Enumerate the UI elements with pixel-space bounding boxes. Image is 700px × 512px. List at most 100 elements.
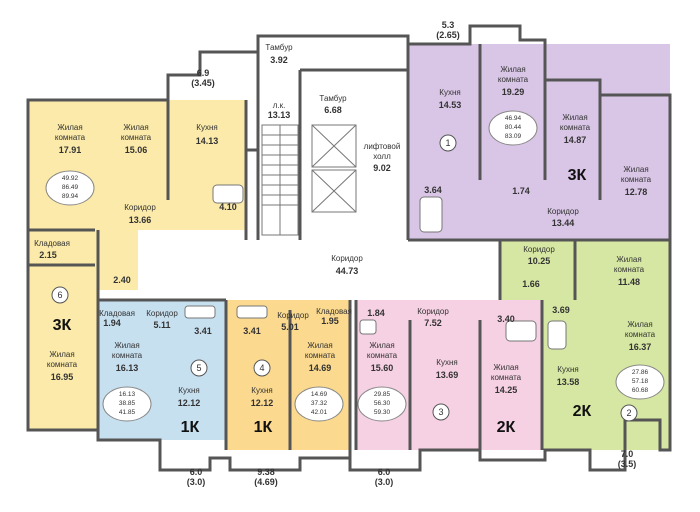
- svg-text:комната: комната: [55, 133, 86, 142]
- apartment-2-stats: 27.86 57.18 60.68: [615, 364, 665, 400]
- svg-text:Коридор: Коридор: [523, 245, 555, 254]
- svg-text:9.38: 9.38: [257, 467, 275, 477]
- svg-text:комната: комната: [621, 175, 652, 184]
- svg-text:Кухня: Кухня: [251, 386, 272, 395]
- svg-text:Кладовая: Кладовая: [316, 307, 352, 316]
- room-r37: Коридор 13.44: [547, 207, 579, 228]
- svg-text:2К: 2К: [573, 403, 592, 420]
- svg-text:Тамбур: Тамбур: [265, 43, 293, 52]
- svg-text:29.85: 29.85: [374, 391, 391, 398]
- svg-text:14.13: 14.13: [196, 136, 219, 146]
- svg-text:5.01: 5.01: [281, 322, 299, 332]
- svg-text:Жилая: Жилая: [369, 341, 394, 350]
- room-r27: Жилая комната 16.37: [625, 320, 656, 352]
- svg-text:19.29: 19.29: [502, 87, 525, 97]
- room-r11: Жилая комната 16.13: [112, 341, 143, 373]
- svg-text:Жилая: Жилая: [562, 113, 587, 122]
- svg-text:14.25: 14.25: [495, 385, 518, 395]
- svg-text:13.44: 13.44: [552, 218, 575, 228]
- svg-text:комната: комната: [498, 75, 529, 84]
- svg-text:59.30: 59.30: [374, 409, 391, 416]
- svg-text:Кухня: Кухня: [439, 88, 460, 97]
- room-r17: Кладовая 1.95: [316, 307, 352, 326]
- svg-text:Кухня: Кухня: [436, 358, 457, 367]
- svg-text:80.44: 80.44: [505, 124, 522, 131]
- svg-text:комната: комната: [491, 373, 522, 382]
- common-lift-hall: лифтовой холл 9.02: [364, 142, 401, 173]
- apartment-2-marker: 2 2К: [573, 403, 638, 422]
- svg-text:13.13: 13.13: [268, 110, 291, 120]
- svg-text:Тамбур: Тамбур: [319, 94, 347, 103]
- room-r25: 3.69: [552, 305, 570, 315]
- svg-text:86.49: 86.49: [62, 184, 79, 191]
- common-tambur-1: Тамбур 3.92: [265, 43, 293, 65]
- svg-text:60.68: 60.68: [632, 387, 649, 394]
- apartment-6[interactable]: [28, 100, 246, 430]
- svg-text:46.94: 46.94: [505, 115, 522, 122]
- room-r32: Жилая комната 19.29: [498, 65, 529, 97]
- room-r35: 3.64: [424, 185, 442, 195]
- room-r04: 4.10: [219, 202, 237, 212]
- svg-text:комната: комната: [625, 330, 656, 339]
- svg-text:27.86: 27.86: [632, 369, 649, 376]
- svg-text:2.15: 2.15: [39, 250, 57, 260]
- svg-text:(3.5): (3.5): [618, 459, 637, 469]
- balcony-b1: 6.9 (3.45): [191, 68, 215, 88]
- svg-text:10.25: 10.25: [528, 256, 551, 266]
- room-r20: Жилая комната 15.60: [367, 341, 398, 373]
- svg-text:1: 1: [445, 138, 450, 148]
- apartment-4-marker: 4 1К: [253, 359, 273, 436]
- apartment-6-stats: 49.92 86.49 89.94: [45, 170, 95, 206]
- room-r18: Жилая комната 14.69: [305, 341, 336, 373]
- svg-text:3.64: 3.64: [424, 185, 442, 195]
- svg-text:13.66: 13.66: [129, 215, 152, 225]
- room-r34: Жилая комната 12.78: [621, 165, 652, 197]
- svg-text:38.85: 38.85: [119, 400, 136, 407]
- svg-text:6.68: 6.68: [324, 105, 342, 115]
- lift-shafts: [311, 124, 357, 213]
- svg-text:5.11: 5.11: [153, 320, 170, 330]
- svg-text:(3.0): (3.0): [187, 477, 206, 487]
- balcony-b5: 6.0 (3.0): [375, 467, 394, 487]
- svg-text:3: 3: [438, 407, 443, 417]
- svg-text:5.3: 5.3: [442, 20, 455, 30]
- svg-text:Жилая: Жилая: [307, 341, 332, 350]
- svg-text:Кухня: Кухня: [178, 386, 199, 395]
- svg-text:комната: комната: [305, 351, 336, 360]
- svg-text:Жилая: Жилая: [123, 123, 148, 132]
- svg-text:Коридор: Коридор: [277, 311, 309, 320]
- svg-text:1.94: 1.94: [103, 318, 121, 328]
- svg-text:5: 5: [196, 363, 201, 373]
- room-r09: Кладовая 1.94: [99, 309, 135, 328]
- svg-text:1К: 1К: [181, 419, 200, 436]
- common-tambur-2: Тамбур 6.68: [319, 94, 347, 115]
- svg-text:Жилая: Жилая: [500, 65, 525, 74]
- room-r07: 2.40: [113, 275, 131, 285]
- svg-text:7.52: 7.52: [424, 318, 442, 328]
- common-stair-cell: л.к. 13.13: [268, 101, 291, 120]
- svg-text:комната: комната: [367, 351, 398, 360]
- svg-text:16.13: 16.13: [116, 363, 139, 373]
- room-r28: Коридор 10.25: [523, 245, 555, 266]
- svg-text:Коридор: Коридор: [331, 254, 363, 263]
- balcony-b6: 7.0 (3.5): [618, 449, 637, 469]
- svg-text:3.69: 3.69: [552, 305, 570, 315]
- room-r03: Кухня 14.13: [196, 123, 219, 146]
- apartment-6-marker: 6 3К: [51, 286, 72, 334]
- svg-text:12.12: 12.12: [251, 398, 274, 408]
- svg-text:13.69: 13.69: [436, 370, 459, 380]
- room-r30: Жилая комната 11.48: [614, 255, 645, 287]
- svg-text:комната: комната: [112, 351, 143, 360]
- svg-text:1К: 1К: [254, 419, 273, 436]
- apartment-4[interactable]: [226, 300, 350, 450]
- apartment-5-marker: 5 1К: [181, 359, 208, 436]
- svg-text:1.95: 1.95: [321, 316, 339, 326]
- svg-text:7.0: 7.0: [621, 449, 634, 459]
- svg-text:14.69: 14.69: [311, 391, 328, 398]
- svg-text:(3.45): (3.45): [191, 78, 215, 88]
- svg-text:57.18: 57.18: [632, 378, 649, 385]
- svg-text:комната: комната: [614, 265, 645, 274]
- room-r36: 1.74: [512, 186, 530, 196]
- apartment-3-stats: 29.85 56.30 59.30: [357, 386, 407, 422]
- svg-text:6.9: 6.9: [197, 68, 210, 78]
